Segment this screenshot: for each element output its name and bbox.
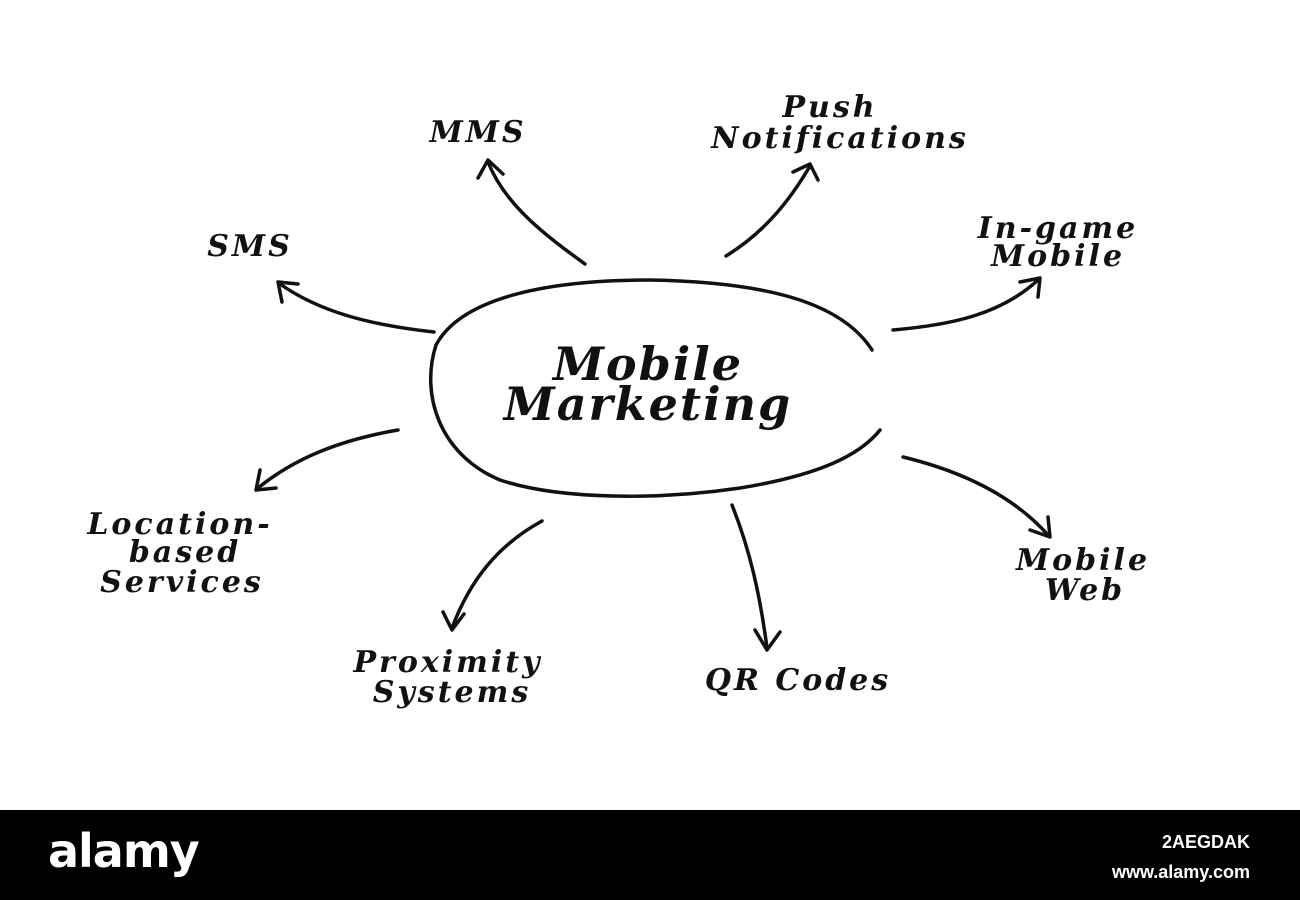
- node-proximity-line-2: Systems: [373, 675, 532, 710]
- arrow-to-proximity-systems: [441, 519, 544, 632]
- node-in-game-line-2: Mobile: [990, 239, 1125, 274]
- arrow-to-mms: [476, 158, 587, 266]
- node-location-line-1: Location-: [86, 507, 272, 542]
- arrow-to-mobile-web: [901, 455, 1052, 539]
- node-location-line-3: Services: [100, 565, 264, 600]
- center-label-line-1: Mobile: [551, 337, 743, 391]
- node-in-game-line-1: In-game: [977, 211, 1139, 246]
- center-ellipse: [428, 278, 882, 498]
- node-mobile-web-line-2: Web: [1045, 573, 1125, 608]
- center-label-line-2: Marketing: [502, 377, 792, 431]
- node-proximity-line-1: Proximity: [352, 645, 542, 680]
- node-sms: SMS: [207, 229, 293, 264]
- node-location-line-2: based: [129, 535, 241, 570]
- node-push-line-2: Notifications: [710, 121, 969, 156]
- site-url: www.alamy.com: [1111, 862, 1250, 882]
- mind-map-diagram: Mobile Marketing: [86, 90, 1150, 710]
- arrow-to-qr-codes: [730, 503, 782, 652]
- node-mobile-web-line-1: Mobile: [1015, 543, 1150, 578]
- brand-logo: alamy: [48, 824, 200, 878]
- node-qr-codes: QR Codes: [705, 663, 891, 698]
- node-mms: MMS: [428, 115, 526, 150]
- arrow-to-location-based-services: [254, 428, 400, 492]
- watermark-footer: alamy 2AEGDAK www.alamy.com: [0, 810, 1300, 900]
- arrow-to-push-notifications: [724, 162, 820, 258]
- image-id-label: 2AEGDAK: [1161, 832, 1250, 852]
- arrow-to-sms: [276, 280, 436, 334]
- arrow-to-in-game-mobile: [891, 276, 1042, 332]
- node-push-line-1: Push: [781, 90, 877, 125]
